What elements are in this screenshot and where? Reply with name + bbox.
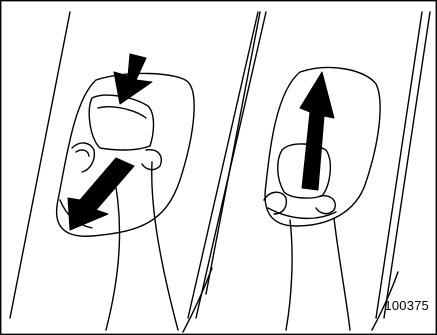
up-arrow-icon bbox=[300, 72, 334, 190]
down-left-arrow-icon bbox=[68, 158, 134, 230]
down-arrow-icon bbox=[114, 54, 152, 104]
figure-code: 100375 bbox=[384, 298, 429, 313]
